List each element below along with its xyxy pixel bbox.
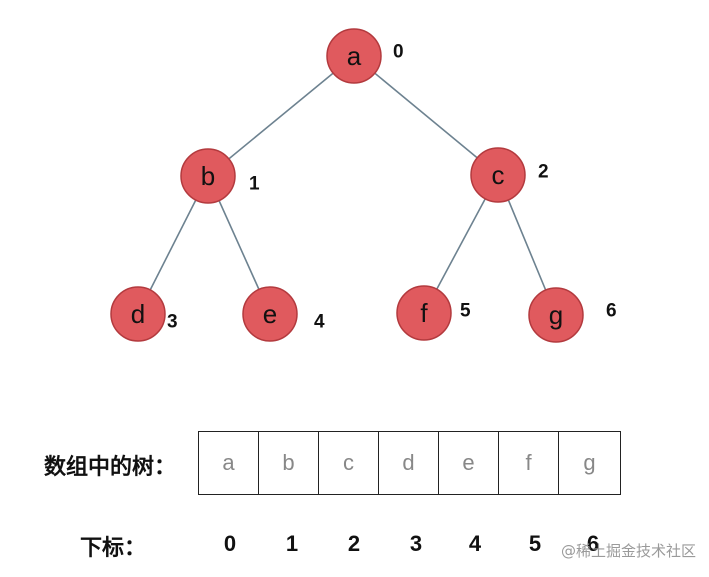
array-cell: e <box>439 432 499 494</box>
tree-node-letter: d <box>131 299 145 329</box>
tree-node-circle <box>396 285 452 341</box>
array-cell: a <box>199 432 259 494</box>
index-value: 4 <box>468 531 482 556</box>
array-cell: g <box>583 450 596 475</box>
tree-node-letter: c <box>492 160 505 190</box>
tree-edge <box>353 55 499 176</box>
index-value: 6 <box>586 531 600 556</box>
tree-node-index: 4 <box>314 312 325 333</box>
tree-node-letter: b <box>201 161 215 191</box>
index-value: 2 <box>347 531 361 556</box>
index-row-label: 下标： <box>80 536 147 561</box>
tree-node-index: 0 <box>393 42 404 63</box>
tree-node-letter: f <box>420 298 428 328</box>
tree-node-index: 3 <box>167 312 178 333</box>
tree-node-index: 5 <box>460 301 471 322</box>
tree-node-letter: g <box>549 300 563 330</box>
tree-node-circle <box>470 147 526 203</box>
tree-node-circle <box>110 286 166 342</box>
array-cell: c <box>319 432 379 494</box>
tree-node-circle <box>528 287 584 343</box>
index-value: 3 <box>409 531 423 556</box>
tree-node-circle <box>242 286 298 342</box>
index-value: 1 <box>285 531 299 556</box>
tree-node-circle <box>180 148 236 204</box>
watermark-text: @稀土掘金技术社区 <box>561 542 697 560</box>
array-cell: d <box>379 432 439 494</box>
tree-edge <box>207 55 355 177</box>
index-value: 5 <box>528 531 542 556</box>
tree-node-letter: e <box>263 299 277 329</box>
tree-node-index: 1 <box>249 174 260 195</box>
array-cell: f <box>499 432 559 494</box>
array-cells: a b c d e f g <box>198 431 621 495</box>
tree-node-index: 2 <box>538 162 549 183</box>
tree-node-index: 6 <box>606 301 617 322</box>
array-cell: b <box>259 432 319 494</box>
array-row-label: 数组中的树： <box>44 455 177 480</box>
tree-node-letter: a <box>347 41 362 71</box>
tree-node-circle <box>326 28 382 84</box>
index-value: 0 <box>223 531 237 556</box>
